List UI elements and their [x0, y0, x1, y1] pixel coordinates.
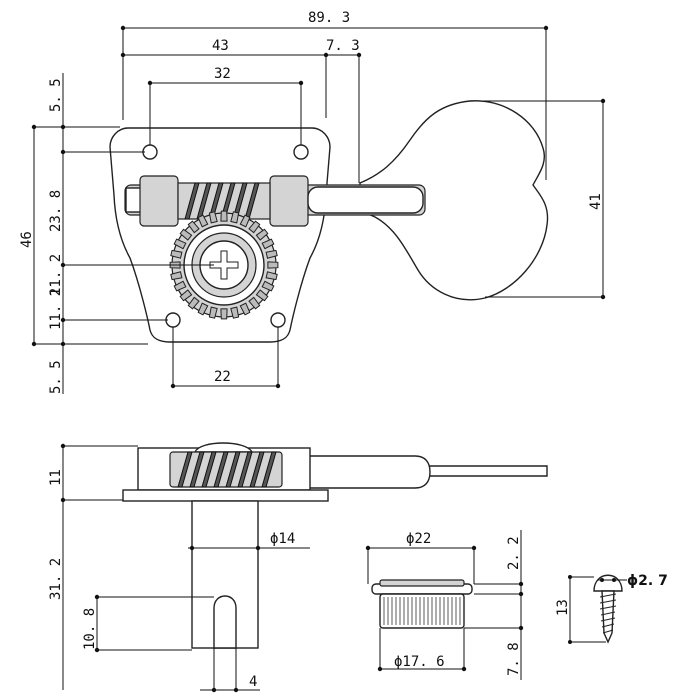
mount-hole-bottom-left — [165, 312, 181, 328]
gear-tooth — [197, 214, 209, 228]
dim-flange-height: 2. 2 — [506, 536, 522, 570]
gear-tooth — [170, 271, 183, 281]
gear-tooth — [220, 308, 228, 320]
mount-hole-bottom-right — [270, 312, 286, 328]
mount-hole-top-left — [142, 144, 158, 160]
dim-height-lower: 11. 2 — [48, 288, 64, 330]
gear-tooth — [248, 220, 261, 234]
dim-screw-length: 13 — [555, 599, 571, 616]
dim-slot-width: 4 — [249, 674, 257, 690]
bushing: ϕ22 ϕ17. 6 2. 2 7. 8 — [365, 530, 524, 680]
dim-overall-width: 89. 3 — [308, 10, 350, 26]
gear-tooth — [179, 228, 193, 241]
gear-tooth — [230, 211, 240, 224]
gear-tooth — [187, 296, 200, 310]
side-key-shaft — [304, 455, 431, 489]
dim-height-gear: 11. 2 — [48, 254, 64, 296]
gear-tooth — [187, 220, 200, 234]
dim-hole-spacing-bottom: 22 — [214, 369, 231, 385]
bushing-flange-top — [379, 579, 465, 587]
key-shaft — [307, 186, 424, 214]
gear-tooth — [261, 238, 275, 250]
gear-tooth — [230, 306, 240, 319]
gear-tooth — [261, 280, 275, 292]
screw: ϕ2. 7 13 — [555, 573, 668, 644]
gear-tooth — [255, 228, 269, 241]
dim-height-total: 46 — [19, 231, 35, 248]
dim-key-height: 41 — [588, 193, 604, 210]
screw-head — [593, 574, 623, 592]
dim-margin-bottom: 5. 5 — [48, 360, 64, 394]
top-view: 89. 3 43 7. 3 32 22 5. 5 46 23. — [19, 10, 606, 394]
side-baseplate — [122, 489, 329, 502]
dim-post-diameter: ϕ14 — [270, 531, 295, 547]
mount-hole-top-right — [293, 144, 309, 160]
side-gear-dome — [193, 442, 254, 453]
dim-margin-top: 5. 5 — [48, 78, 64, 112]
gear-tooth — [239, 302, 251, 316]
gear — [169, 210, 279, 320]
gear-tooth — [208, 306, 218, 319]
dim-bushing-outer: ϕ22 — [406, 531, 431, 547]
screw-shank — [601, 590, 615, 644]
dim-bushing-inner: ϕ17. 6 — [394, 654, 445, 670]
side-gear — [169, 451, 283, 488]
side-post-slot — [213, 595, 237, 649]
dim-slot-depth: 10. 8 — [82, 608, 98, 650]
gear-tooth — [208, 211, 218, 224]
dim-height-upper: 23. 8 — [48, 190, 64, 232]
dim-shaft-offset: 7. 3 — [326, 38, 360, 54]
gear-tooth — [267, 261, 279, 269]
gear-tooth — [265, 271, 278, 281]
tuning-key — [359, 100, 549, 301]
dim-body-height: 7. 8 — [506, 642, 522, 676]
gear-tooth — [179, 289, 193, 302]
gear-tooth — [248, 296, 261, 310]
bearing-left — [139, 175, 179, 227]
gear-tooth — [239, 214, 251, 228]
gear-tooth — [220, 210, 228, 222]
bearing-right — [269, 175, 309, 227]
gear-tooth — [255, 289, 269, 302]
gear-tooth — [170, 249, 183, 259]
gear-tooth — [173, 280, 187, 292]
gear-tooth — [265, 249, 278, 259]
gear-tooth — [173, 238, 187, 250]
dim-housing-height: 11 — [48, 469, 64, 486]
dim-post-length: 31. 2 — [48, 558, 64, 600]
bushing-body — [379, 593, 465, 629]
phillips-screw-icon — [209, 250, 239, 280]
dim-hole-spacing-top: 32 — [214, 66, 231, 82]
dim-screw-diameter: ϕ2. 7 — [627, 573, 668, 589]
side-view: 11 31. 2 10. 8 ϕ14 4 — [48, 442, 548, 693]
dim-plate-width: 43 — [212, 38, 229, 54]
gear-tooth — [197, 302, 209, 316]
